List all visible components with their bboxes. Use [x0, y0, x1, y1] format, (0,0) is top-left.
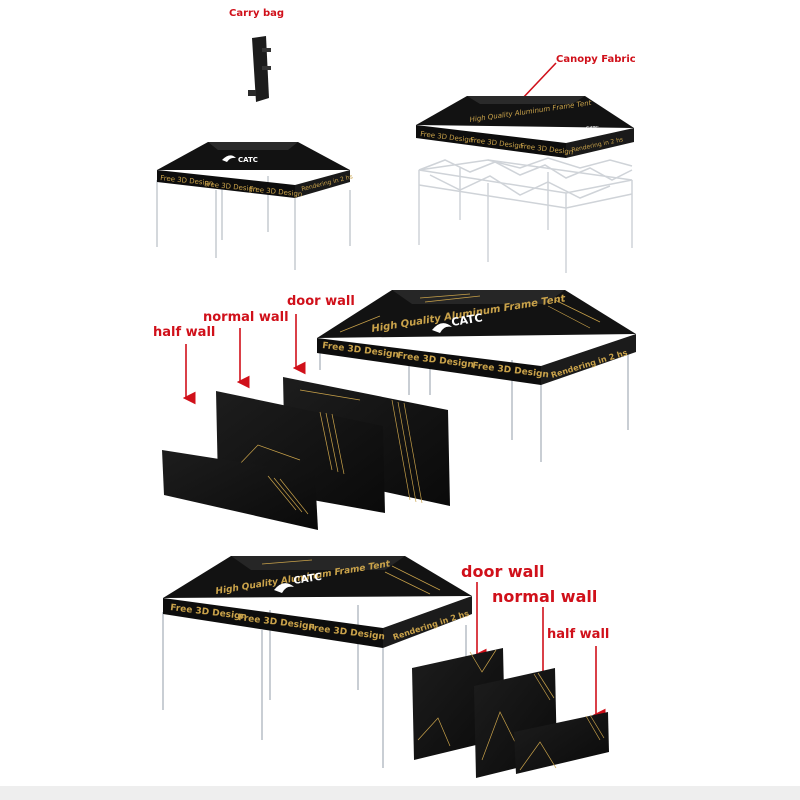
- label-door-wall-mid: door wall: [287, 294, 355, 309]
- canopy-fabric: High Quality Aluminum Frame Tent Free 3D…: [416, 96, 634, 158]
- half-wall-bottom: [514, 712, 609, 774]
- label-door-wall-bottom: door wall: [461, 562, 545, 581]
- label-normal-wall-bottom: normal wall: [492, 587, 598, 606]
- bottom-band: [0, 786, 800, 800]
- middle-brand: CATC: [450, 311, 483, 329]
- label-carry-bag: Carry bag: [229, 8, 285, 19]
- half-wall-mid: [162, 450, 318, 530]
- label-canopy-fabric: Canopy Fabric: [556, 54, 636, 65]
- middle-tent: High Quality Aluminum Frame Tent CATC Fr…: [317, 290, 636, 462]
- small-tent: Free 3D Design Free 3D Design Free 3D De…: [156, 142, 354, 270]
- middle-brand-side: CATC: [561, 343, 578, 354]
- small-tent-brand: CATC: [238, 156, 258, 164]
- bottom-brand-side: CATC: [408, 603, 425, 614]
- eagle-logo-icon: [222, 155, 236, 162]
- label-half-wall-bottom: half wall: [547, 627, 610, 642]
- label-half-wall-mid: half wall: [153, 325, 216, 340]
- bottom-walls: [412, 648, 609, 778]
- aluminum-frame: [418, 157, 633, 273]
- arrow-down-icon: [518, 62, 557, 112]
- label-normal-wall-mid: normal wall: [203, 310, 289, 325]
- eagle-logo-icon: [274, 583, 294, 593]
- carry-bag: [248, 36, 271, 102]
- eagle-logo-icon: [432, 323, 452, 333]
- arrows: [182, 62, 606, 722]
- fabric-brand: CATC: [586, 126, 599, 132]
- middle-walls: [162, 377, 450, 530]
- bottom-brand: CATC: [293, 572, 323, 587]
